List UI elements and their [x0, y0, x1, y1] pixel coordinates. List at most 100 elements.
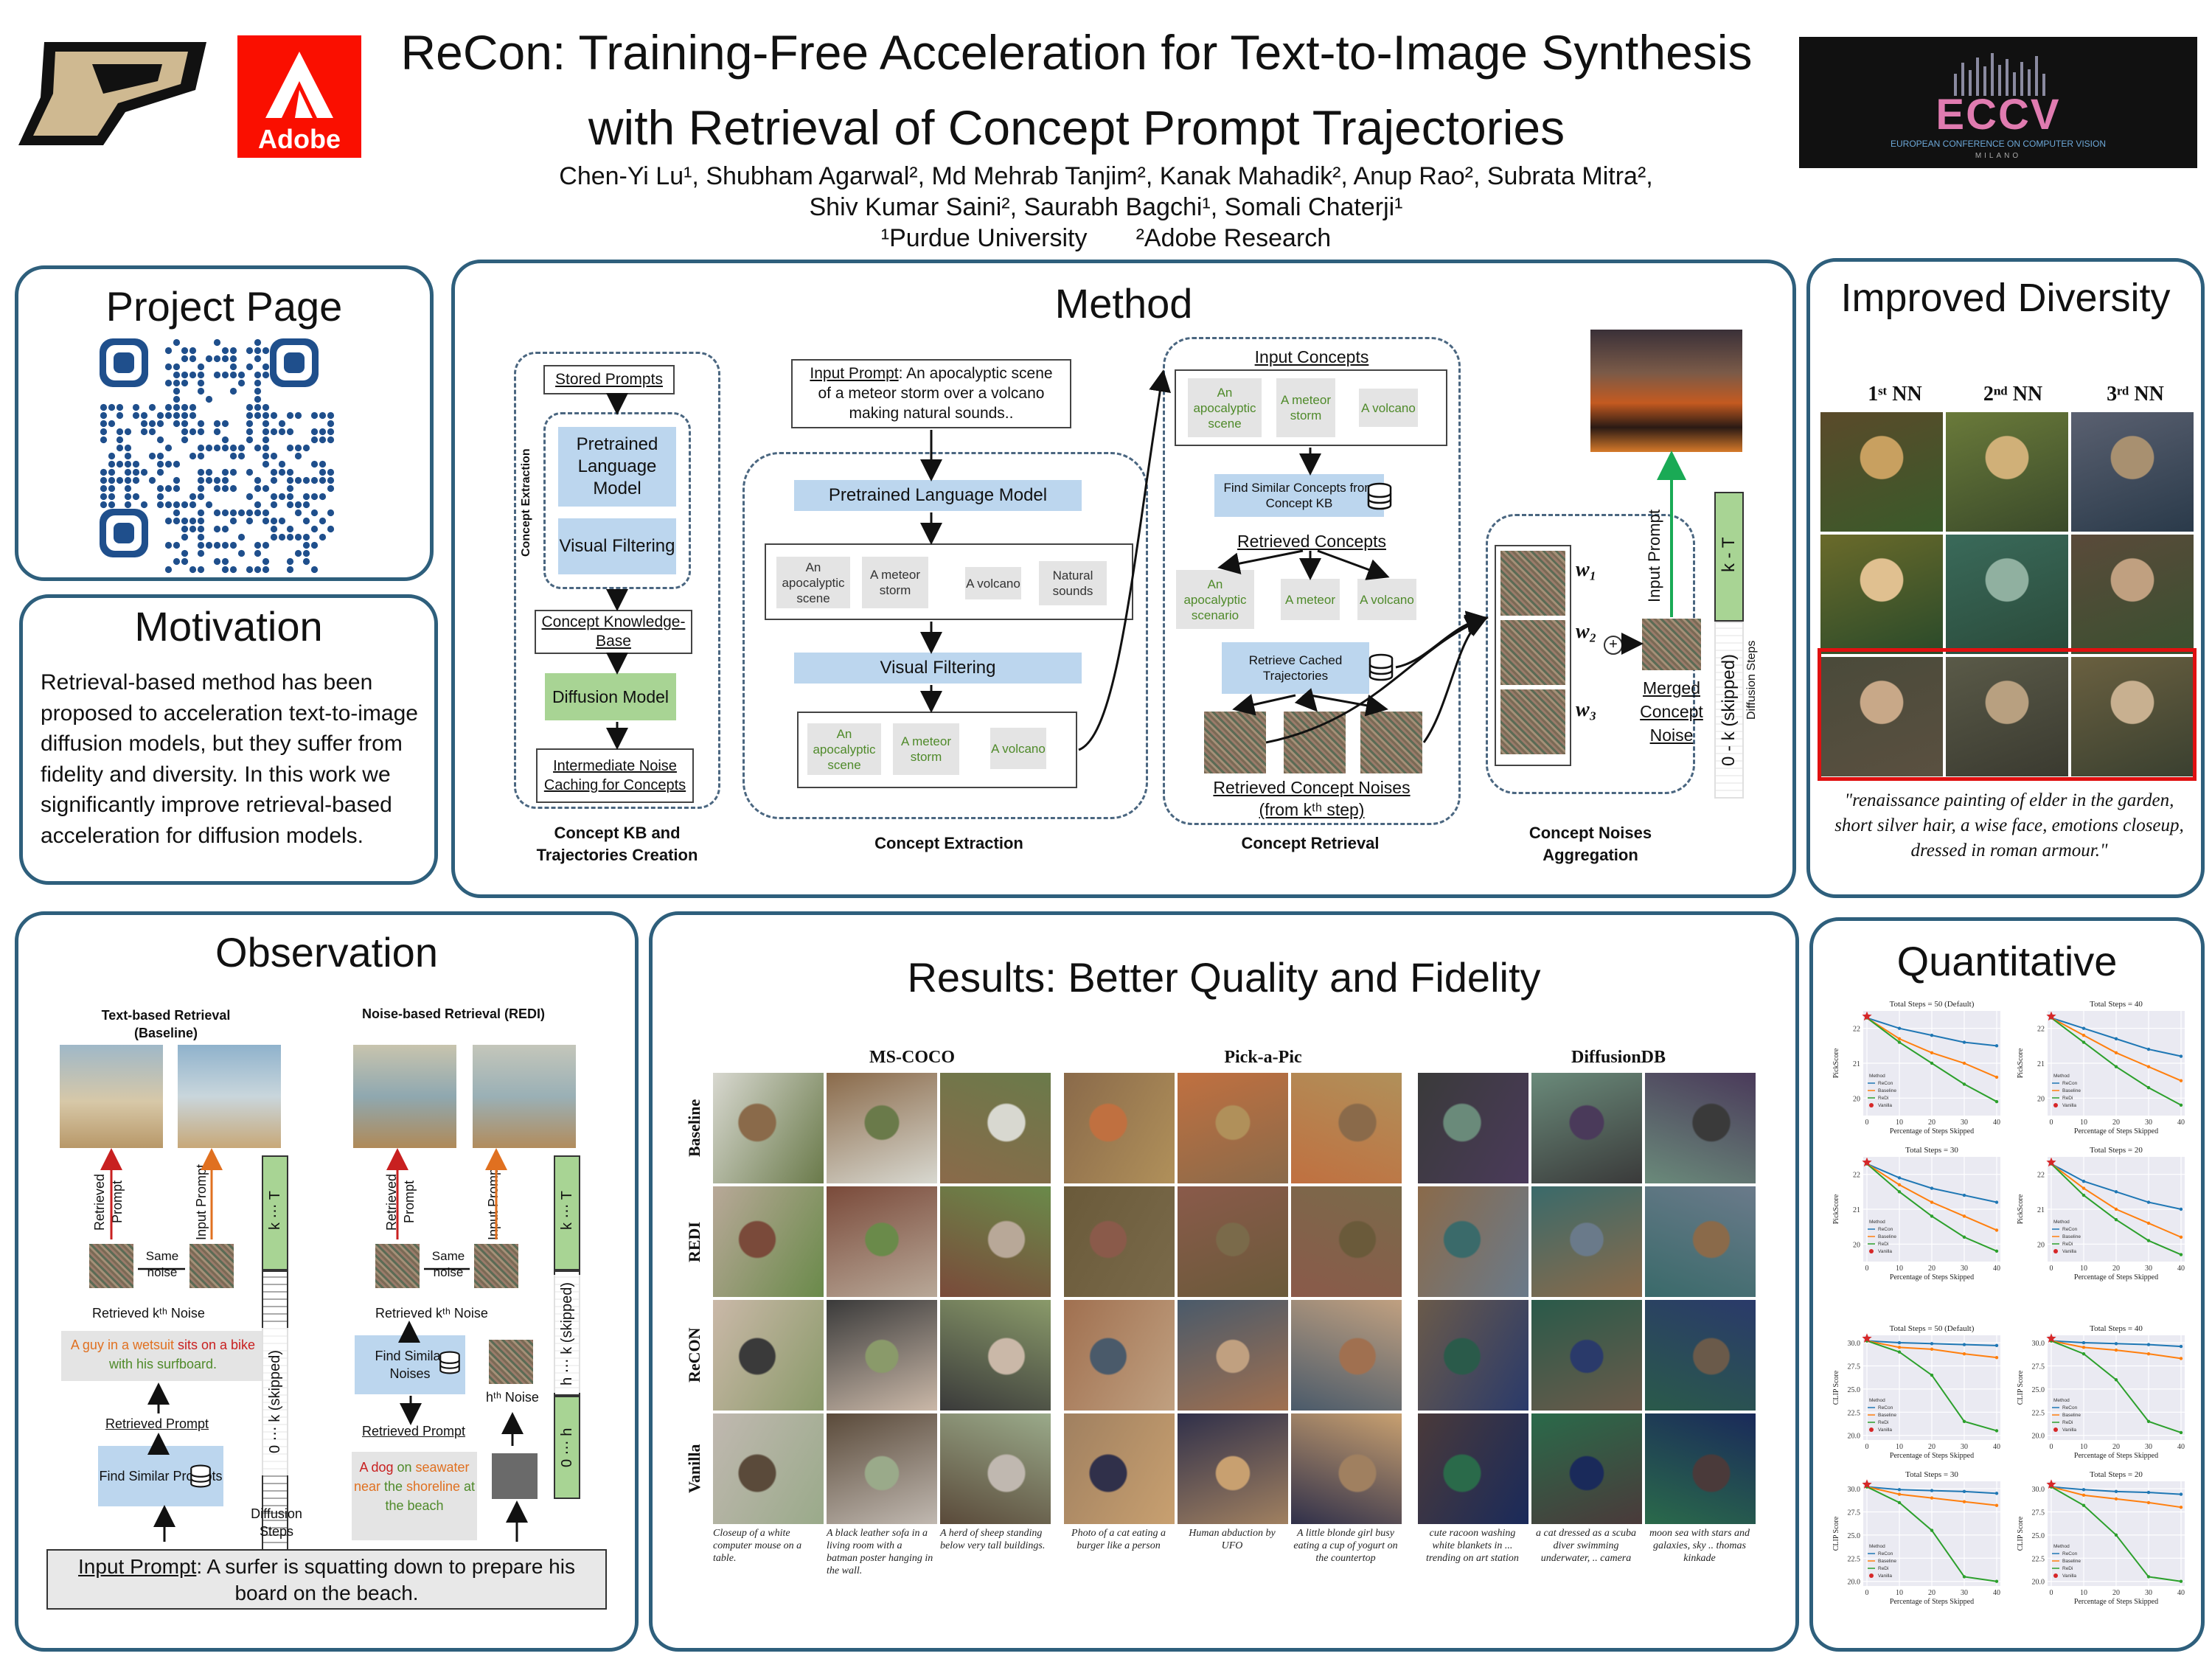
y-axis-label: PickScore — [2017, 1048, 2025, 1078]
result-caption: Human abduction by UFO — [1189, 1528, 1276, 1551]
qr-dot — [278, 533, 286, 541]
qr-dot — [148, 428, 156, 436]
data-point — [1930, 1489, 1934, 1492]
qr-dot — [221, 509, 229, 517]
observation-title: Observation — [215, 929, 438, 975]
qr-dot — [319, 436, 327, 444]
data-point — [1962, 1061, 1966, 1065]
legend-label: ReCon — [2062, 1081, 2078, 1086]
motivation-panel: Motivation Retrieval-based method has be… — [19, 594, 438, 885]
steps-bar-top — [1714, 492, 1744, 622]
affiliation-adobe: ²Adobe Research — [1135, 224, 1332, 252]
qr-dot — [254, 476, 262, 484]
qr-dot — [221, 371, 229, 379]
y-tick-label: 22 — [1853, 1172, 1860, 1180]
qr-dot — [254, 411, 262, 420]
data-point — [1897, 1176, 1902, 1180]
gray-noise-square — [492, 1453, 538, 1499]
qr-dot — [164, 411, 173, 420]
hth-noise-thumb — [489, 1340, 533, 1384]
qr-dot — [270, 501, 278, 509]
qr-dot — [270, 468, 278, 476]
data-point — [2146, 1575, 2151, 1579]
qr-dot — [294, 533, 302, 541]
x-axis-label: Percentage of Steps Skipped — [1890, 1273, 1974, 1281]
qr-dot — [173, 371, 181, 379]
qr-dot — [213, 420, 221, 428]
qr-dot — [221, 566, 229, 574]
qr-dot — [310, 428, 319, 436]
vanilla-star — [2046, 1333, 2056, 1343]
vanilla-star — [2046, 1011, 2056, 1021]
data-point — [1897, 1183, 1902, 1187]
qr-dot — [164, 566, 173, 574]
x-tick-label: 30 — [1961, 1589, 1968, 1597]
y-tick-label: 20 — [2037, 1095, 2045, 1103]
diversity-image — [1820, 535, 1943, 654]
adobe-label: Adobe — [258, 124, 341, 154]
x-tick-label: 0 — [1865, 1589, 1869, 1597]
y-tick-label: 27.5 — [2032, 1509, 2045, 1517]
weight-w1: w₁ — [1576, 558, 1597, 581]
retrieved-image-dog — [353, 1045, 456, 1148]
qr-dot — [302, 493, 310, 501]
qr-code[interactable] — [92, 334, 340, 577]
qr-dot — [100, 493, 108, 501]
qr-dot — [189, 355, 197, 363]
qr-dot — [327, 436, 335, 444]
x-tick-label: 20 — [1928, 1119, 1935, 1127]
concept-chip: A meteor storm — [862, 557, 928, 608]
observation-panel: Observation Text-based Retrieval (Baseli… — [15, 911, 639, 1652]
eccv-wordmark: ECCV — [1935, 91, 2061, 139]
vanilla-star — [1862, 1333, 1872, 1343]
retrieval-caption: Concept Retrieval — [1241, 834, 1380, 852]
input-prompt-box: Input Prompt: An apocalyptic scene of a … — [791, 359, 1071, 428]
y-axis-label: CLIP Score — [2017, 1370, 2025, 1405]
qr-dot — [262, 436, 270, 444]
qr-dot — [197, 444, 205, 452]
qr-dot — [286, 566, 294, 574]
kth-noise-label: Retrieved kᵗʰ Noise — [375, 1306, 488, 1321]
title-line-2: with Retrieval of Concept Prompt Traject… — [588, 100, 1565, 155]
qr-dot — [124, 460, 132, 468]
qr-dot — [286, 557, 294, 566]
result-caption: cute racoon washing white blankets in ..… — [1426, 1528, 1519, 1564]
qr-dot — [294, 476, 302, 484]
result-image — [1178, 1300, 1288, 1411]
result-image — [827, 1073, 937, 1183]
qr-dot — [164, 541, 173, 549]
qr-dot — [254, 379, 262, 387]
result-image — [1291, 1300, 1402, 1411]
qr-dot — [181, 347, 189, 355]
prompt-part: on — [393, 1460, 416, 1475]
qr-dot — [270, 476, 278, 484]
qr-dot — [246, 420, 254, 428]
data-point — [1930, 1061, 1934, 1065]
qr-dot — [310, 509, 319, 517]
qr-dot — [189, 525, 197, 533]
y-tick-label: 22.5 — [2032, 1409, 2045, 1417]
qr-dot — [286, 493, 294, 501]
qr-dot — [221, 347, 229, 355]
qr-dot — [181, 428, 189, 436]
legend-label: Baseline — [2062, 1088, 2081, 1093]
qr-dot — [189, 501, 197, 509]
x-tick-label: 30 — [1961, 1443, 1968, 1451]
x-tick-label: 0 — [1865, 1119, 1869, 1127]
data-point — [2179, 1103, 2183, 1107]
data-point — [2146, 1221, 2151, 1225]
retrieved-noise-image — [1360, 712, 1422, 773]
qr-dot — [156, 411, 164, 420]
qr-dot — [213, 338, 221, 347]
diversity-image — [1820, 657, 1943, 776]
stored-prompts-box: Stored Prompts — [543, 365, 675, 394]
x-axis-label: Percentage of Steps Skipped — [1890, 1598, 1974, 1606]
qr-dot — [254, 444, 262, 452]
qr-dot — [221, 476, 229, 484]
x-tick-label: 40 — [1993, 1119, 2000, 1127]
y-axis-label: PickScore — [1832, 1194, 1840, 1224]
caching-box: Intermediate Noise Caching for Concepts — [536, 748, 694, 803]
data-point — [1962, 1352, 1966, 1356]
qr-dot — [221, 484, 229, 493]
